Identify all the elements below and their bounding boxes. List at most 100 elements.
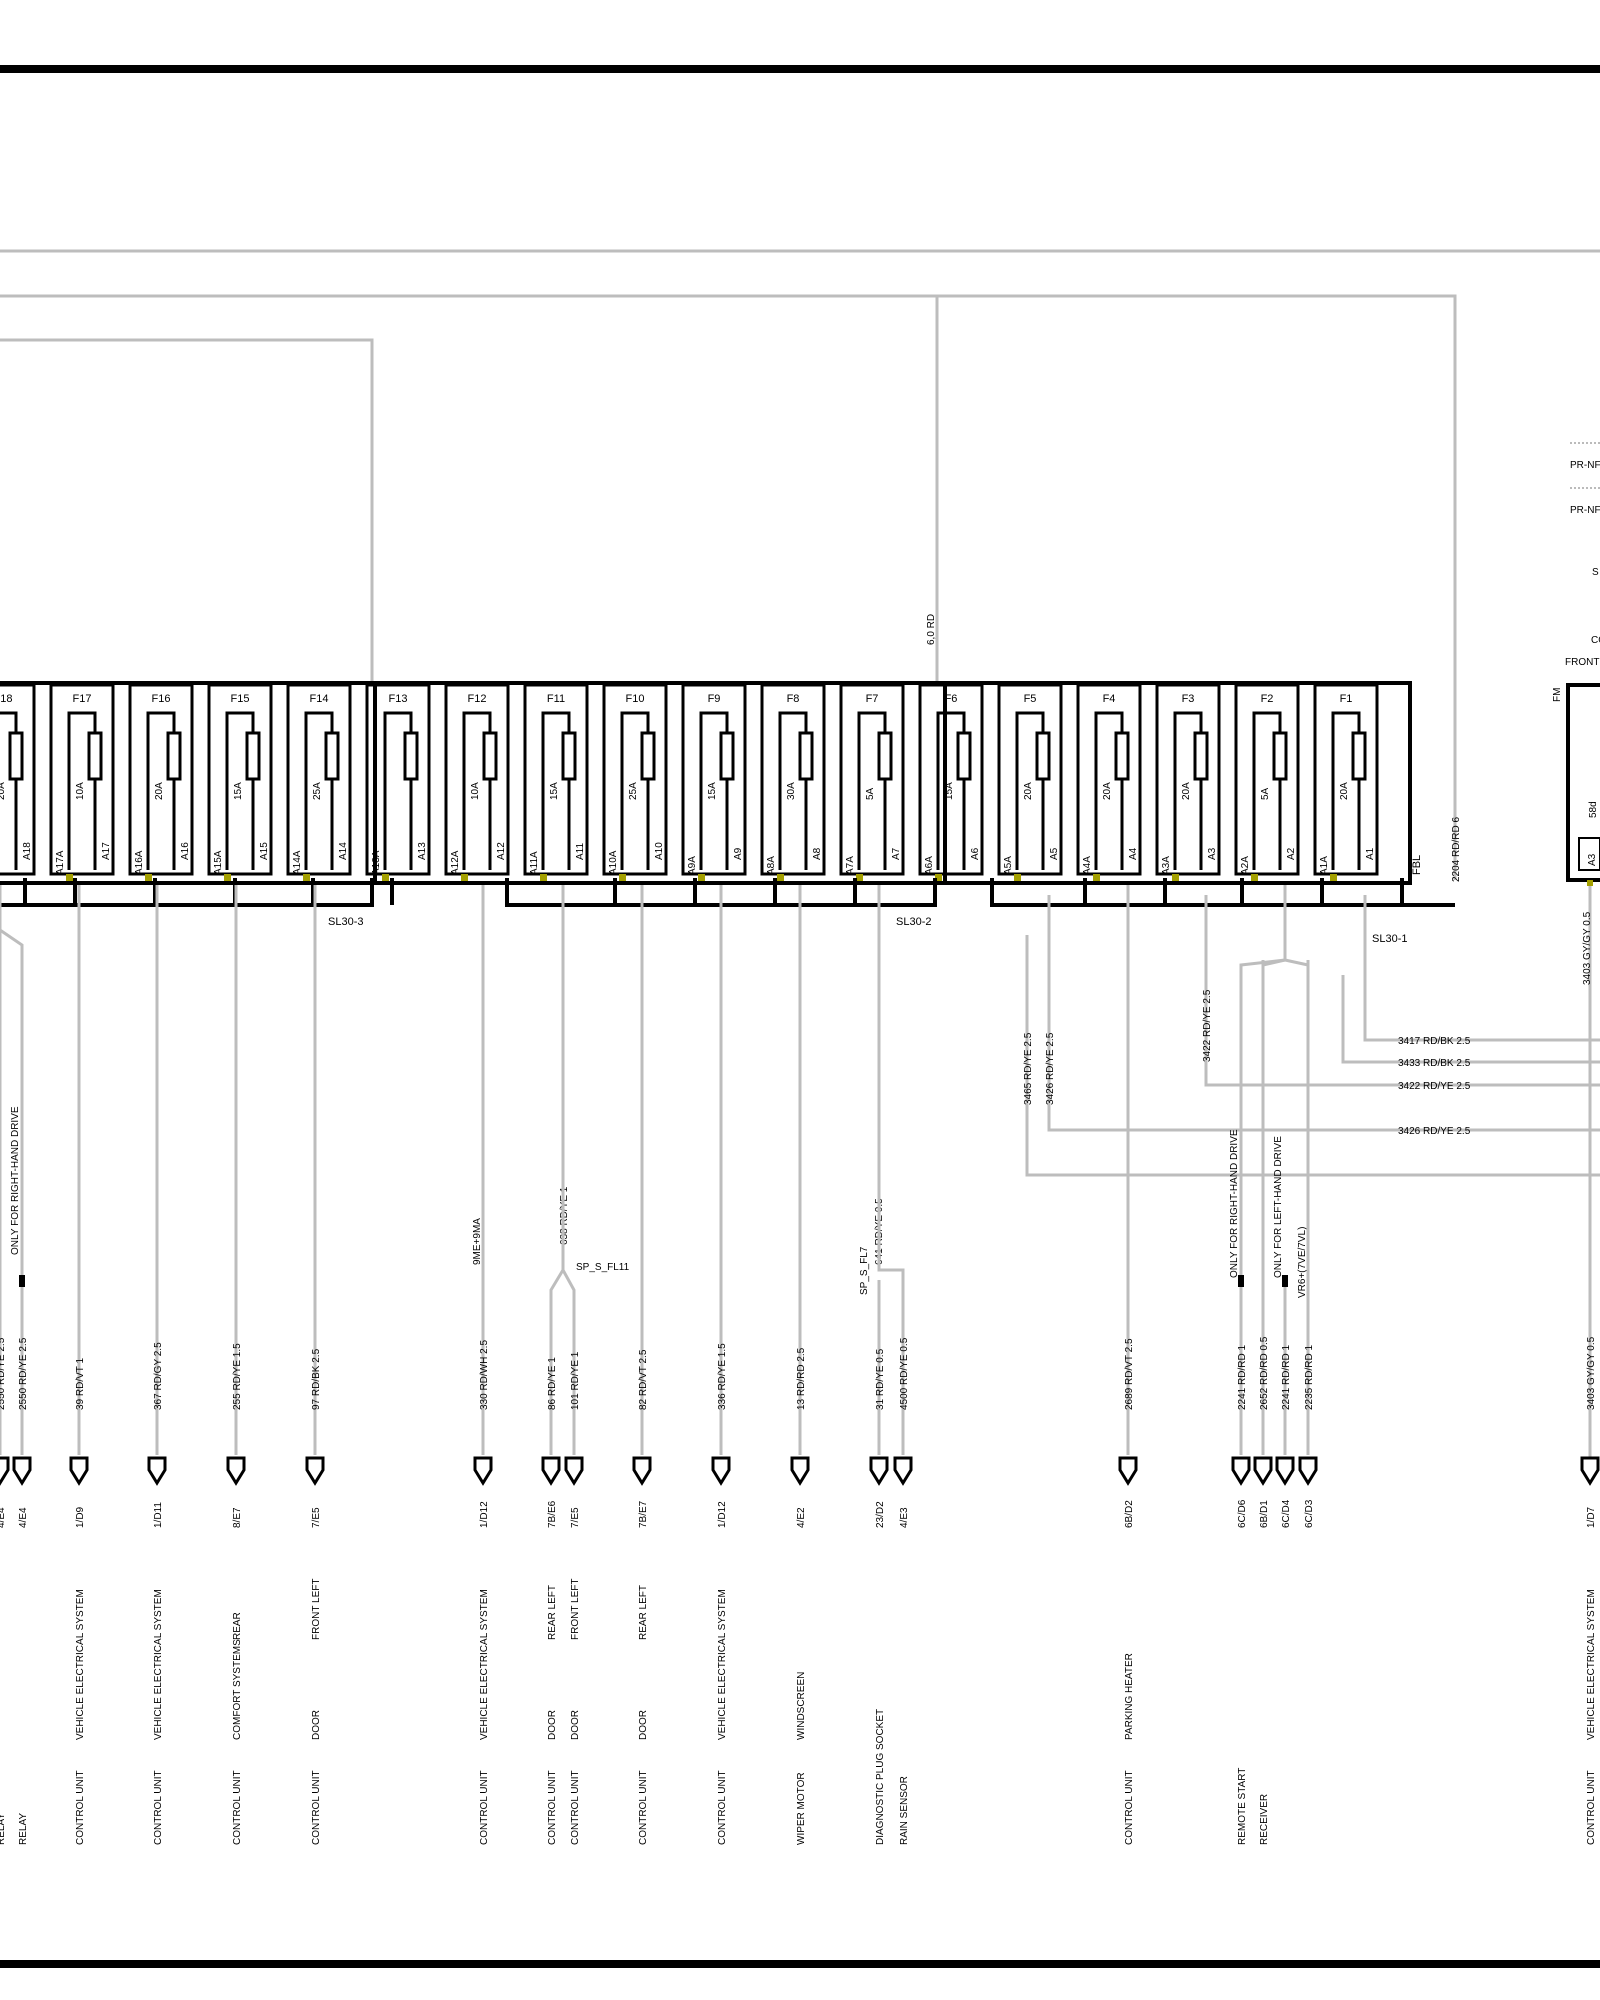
fuse-element [1114, 731, 1130, 781]
fuse-rating-label: 20A [1339, 782, 1350, 800]
fuse-box [760, 683, 826, 876]
output-pin-label: 7/E5 [311, 1507, 322, 1528]
output-desc-label: WINDSCREEN [796, 1672, 807, 1740]
busbar-label-sl30-2: SL30-2 [896, 916, 931, 928]
right-module-pin-dot [1587, 880, 1593, 886]
fuse-box [1076, 683, 1142, 876]
connector-symbol [12, 1456, 32, 1486]
fuse-pin-out-label: A18 [22, 842, 33, 860]
busbar-sl30-3 [0, 878, 374, 907]
fuse-element-wire [304, 711, 334, 870]
output-wire-label: 82 RD/VT 2.5 [638, 1349, 649, 1410]
fuse-f18: F1820AA18AA18 [0, 683, 36, 876]
fuse-pin-in-label: A5A [1003, 856, 1014, 875]
fuse-pin-in-label: A7A [845, 856, 856, 875]
output-pin-label: 6C/D6 [1237, 1499, 1248, 1528]
fuse-element [482, 731, 498, 781]
fuse-pin-out-label: A10 [654, 842, 665, 860]
output-wire-label: 3403 GY/GY 0.5 [1586, 1336, 1597, 1410]
fuse-element-wire [1173, 711, 1203, 870]
trunk-wire-label-3426: 3426 RD/YE 2.5 [1398, 1126, 1471, 1137]
connector-symbol [541, 1456, 561, 1486]
right-module-wire-label: 3403 GY/GY 0.5 [1582, 911, 1593, 985]
fuse-name-label: F14 [310, 693, 329, 705]
output-desc-label: CONTROL UNIT [75, 1770, 86, 1845]
fuse-box [1155, 683, 1221, 876]
fuse-element-wire [1015, 711, 1045, 870]
output-pin-label: 4/E4 [0, 1507, 7, 1528]
output-wire-label: 2550 RD/YE 2.5 [0, 1337, 7, 1410]
fuse-pin-out-label: A3 [1207, 847, 1218, 860]
fuse-name-label: F15 [231, 693, 250, 705]
fuse-element-wire [462, 711, 492, 870]
fuse-element [245, 731, 261, 781]
fuse-pin-dot [935, 874, 942, 881]
note-vr6: VR6+(7VE/7VL) [1297, 1227, 1308, 1298]
fuse-pin-in-label: A3A [1161, 856, 1172, 875]
trunk-wire-3422 [1204, 895, 1600, 1087]
fuse-element-wire [936, 711, 966, 870]
fuse-box [365, 683, 431, 876]
output-wire-label: 367 RD/GY 2.5 [153, 1342, 164, 1410]
fuse-pin-in-label: A2A [1240, 856, 1251, 875]
output-pin-label: 4/E2 [796, 1507, 807, 1528]
splice-f2-left [1239, 885, 1287, 1280]
fuse-pin-dot [1172, 874, 1179, 881]
top-border [0, 65, 1600, 73]
right-module-fm-label: FM [1552, 688, 1563, 702]
output-desc-label: RELAY [0, 1813, 7, 1845]
fuse-element-wire [0, 711, 18, 733]
connector-symbol [711, 1456, 731, 1486]
output-pin-label: 1/D12 [717, 1501, 728, 1528]
fuse-pin-dot [698, 874, 705, 881]
fuse-pin-in-label: A14A [292, 850, 303, 875]
fuse-rating-label: 25A [628, 782, 639, 800]
fuse-rating-label: 15A [944, 782, 955, 800]
fuse-name-label: F8 [787, 693, 800, 705]
output-desc-label: VEHICLE ELECTRICAL SYSTEM [1586, 1589, 1597, 1740]
fuse-name-label: F4 [1103, 693, 1116, 705]
right-module-pr-label-2: PR-NF [1570, 505, 1600, 516]
output-pin-label: 6B/D1 [1259, 1500, 1270, 1528]
output-desc-label: VEHICLE ELECTRICAL SYSTEM [479, 1589, 490, 1740]
fuse-name-label: F11 [547, 693, 565, 705]
fuse-pin-out-label: A13 [417, 842, 428, 860]
connector-symbol [305, 1456, 325, 1486]
fuse-pin-in-label: A13A [371, 850, 382, 875]
right-module-front-label: FRONT [1565, 657, 1599, 668]
busbar-sl30-2 [505, 878, 937, 907]
output-desc-label: RELAY [18, 1813, 29, 1845]
output-pin-label: 4/E4 [18, 1507, 29, 1528]
branch-notes: ONLY FOR RIGHT-HAND DRIVE ONLY FOR RIGHT… [10, 1106, 1308, 1298]
fuse-pin-dot [303, 874, 310, 881]
fuse-pin-dot [1330, 874, 1337, 881]
output-desc-label: DOOR [638, 1710, 649, 1740]
fuse-pin-out-label: A15 [259, 842, 270, 860]
output-desc-label: CONTROL UNIT [479, 1770, 490, 1845]
connector-symbol [869, 1456, 889, 1486]
note-sp-fl7: SP_S_FL7 [859, 1246, 870, 1295]
note-sp-fl11: SP_S_FL11 [576, 1262, 630, 1273]
output-desc-label: RAIN SENSOR [899, 1776, 910, 1845]
output-desc-label: FRONT LEFT [311, 1579, 322, 1640]
note-marker-left [19, 1275, 25, 1287]
fuse-rating-label: 15A [549, 782, 560, 800]
fuse-pin-out-label: A2 [1286, 847, 1297, 860]
connector-symbol [632, 1456, 652, 1486]
fuse-rating-label: 5A [865, 787, 876, 800]
fuse-pin-out-label: A5 [1049, 847, 1060, 860]
